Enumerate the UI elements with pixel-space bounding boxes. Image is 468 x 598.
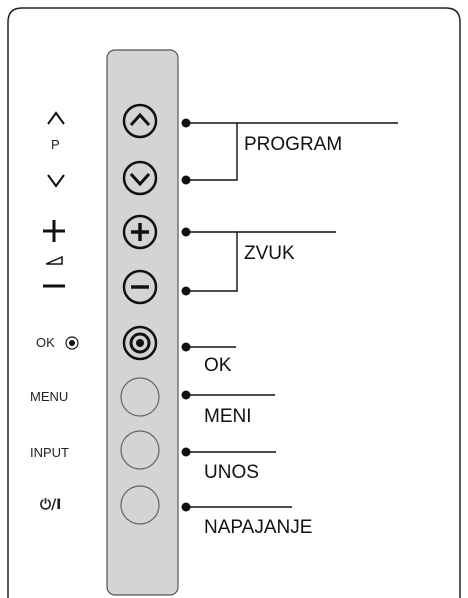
meni-callout: MENI	[204, 406, 252, 427]
connector-dots	[181, 118, 191, 512]
volume-up-button[interactable]	[122, 214, 158, 250]
ok-callout: OK	[204, 355, 232, 376]
program-callout: PROGRAM	[244, 134, 343, 155]
outer-frame	[7, 7, 461, 598]
menu-button[interactable]	[120, 377, 160, 417]
program-p-label: P	[51, 137, 60, 152]
menu-label: MENU	[30, 389, 69, 404]
program-up-button[interactable]	[122, 103, 158, 139]
leader-lines	[186, 122, 398, 508]
napajanje-callout: NAPAJANJE	[204, 517, 313, 538]
plus-icon	[43, 220, 65, 242]
chevron-up-icon	[47, 111, 65, 125]
input-label: INPUT	[30, 445, 69, 460]
ok-button[interactable]	[122, 325, 158, 361]
unos-callout: UNOS	[204, 462, 259, 483]
ok-label: OK	[36, 335, 55, 350]
zvuk-callout: ZVUK	[244, 243, 295, 264]
volume-down-button[interactable]	[122, 269, 158, 305]
chevron-down-icon	[47, 174, 65, 188]
power-label: ⏻/I	[40, 497, 62, 513]
input-button[interactable]	[120, 430, 160, 470]
volume-ramp-icon	[45, 255, 63, 265]
power-button[interactable]	[120, 485, 160, 525]
program-down-button[interactable]	[122, 160, 158, 196]
ok-radio-icon	[65, 336, 79, 350]
